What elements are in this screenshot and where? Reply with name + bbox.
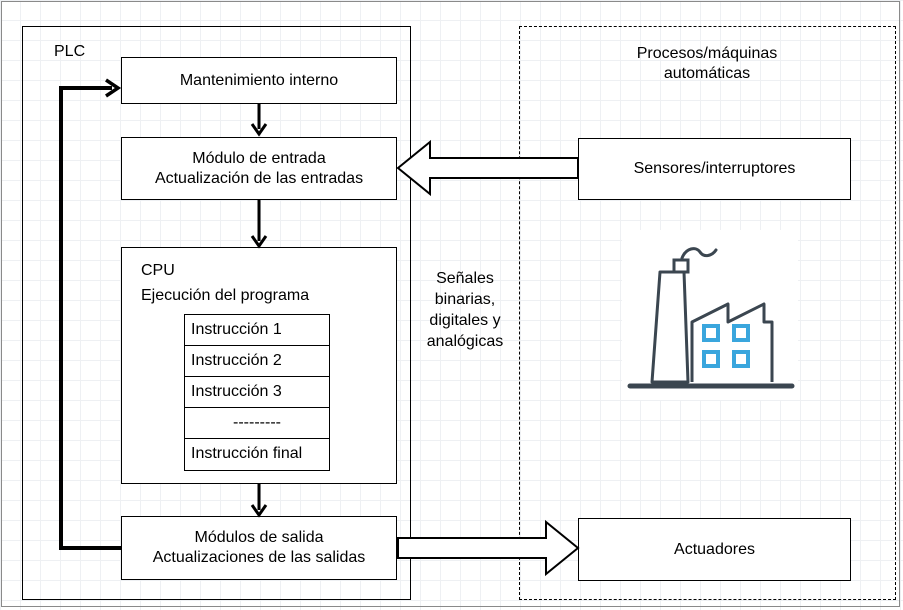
signals-line2: binarias, [434, 291, 496, 308]
entrada-label-line1: Módulo de entrada [192, 149, 326, 167]
signals-line4: analógicas [426, 333, 504, 350]
salida-label-line2: Actualizaciones de las salidas [152, 549, 366, 566]
instruction-row: Instrucción 3 [185, 377, 329, 408]
salida-label-line1: Módulos de salida [194, 529, 324, 546]
mantenimiento-label: Mantenimiento interno [179, 71, 339, 89]
sensores-label: Sensores/interruptores [633, 160, 796, 177]
plc-container [22, 26, 411, 600]
instruction-row: Instrucción 1 [185, 315, 329, 346]
instruction-list: Instrucción 1 Instrucción 2 Instrucción … [184, 314, 330, 471]
cpu-program-label: Ejecución del programa [141, 287, 310, 304]
process-title-line1: Procesos/máquinas [636, 45, 778, 62]
signals-line1: Señales [436, 270, 494, 287]
cpu-label: CPU [141, 262, 175, 279]
actuadores-label: Actuadores [674, 540, 755, 558]
process-title-line2: automáticas [663, 65, 751, 82]
process-title: Procesos/máquinas automáticas [612, 44, 802, 84]
sensores-box: Sensores/interruptores [578, 138, 851, 200]
factory-icon [622, 230, 798, 400]
entrada-box: Módulo de entrada Actualización de las e… [121, 137, 397, 200]
actuadores-box: Actuadores [578, 518, 851, 581]
instruction-row: Instrucción 2 [185, 346, 329, 377]
salida-box: Módulos de salida Actualizaciones de las… [121, 516, 397, 580]
signals-line3: digitales y [429, 312, 501, 329]
signals-label: Señales binarias, digitales y analógicas [420, 268, 510, 352]
plc-label: PLC [54, 43, 86, 60]
mantenimiento-box: Mantenimiento interno [121, 57, 397, 104]
process-container [519, 26, 896, 600]
instruction-row-final: Instrucción final [191, 445, 303, 462]
entrada-label-line2: Actualización de las entradas [154, 169, 364, 187]
instruction-row-separator: --------- [185, 408, 329, 439]
